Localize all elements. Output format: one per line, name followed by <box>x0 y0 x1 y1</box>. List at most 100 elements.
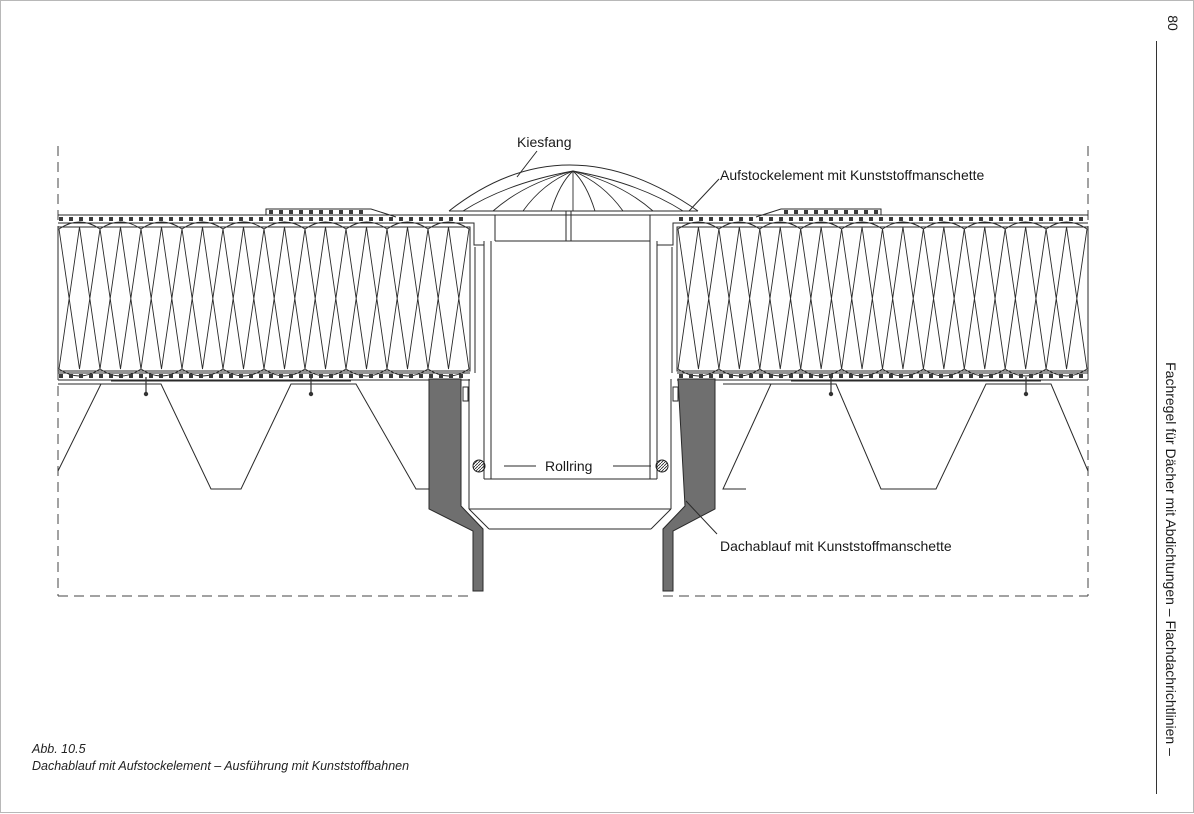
membrane-dot <box>89 217 93 221</box>
membrane-dot <box>229 374 233 378</box>
membrane-dot <box>679 374 683 378</box>
membrane-dot <box>829 217 833 221</box>
membrane-dot <box>899 374 903 378</box>
insulation-loop <box>922 221 965 377</box>
membrane-dot <box>804 210 808 214</box>
membrane-dot <box>339 217 343 221</box>
membrane-dot <box>689 374 693 378</box>
vapour-barrier <box>58 372 1088 381</box>
membrane-dot <box>969 374 973 378</box>
membrane-dot <box>409 374 413 378</box>
membrane-dot <box>449 374 453 378</box>
membrane-dot <box>249 374 253 378</box>
membrane-dot <box>339 374 343 378</box>
membrane-dot <box>349 217 353 221</box>
membrane-dot <box>1009 374 1013 378</box>
membrane-dot <box>279 217 283 221</box>
membrane-dot <box>269 210 273 214</box>
membrane-dot <box>1039 217 1043 221</box>
membrane-dot <box>249 217 253 221</box>
membrane-dot <box>149 217 153 221</box>
insulation-loop <box>841 221 883 377</box>
membrane-dot <box>1069 217 1073 221</box>
insulation-loop <box>963 221 1006 377</box>
membrane-dot <box>709 374 713 378</box>
membrane-dot <box>69 374 73 378</box>
membrane-dot <box>719 374 723 378</box>
membrane-dot <box>769 374 773 378</box>
top-membrane <box>58 208 1088 224</box>
insulation-loop <box>718 221 761 377</box>
membrane-dot <box>239 374 243 378</box>
membrane-dot <box>824 210 828 214</box>
membrane-dot <box>359 374 363 378</box>
insulation-loop <box>386 221 429 377</box>
membrane-dot <box>389 374 393 378</box>
membrane-dot <box>439 374 443 378</box>
membrane-dot <box>854 210 858 214</box>
sidebar-rule <box>1156 41 1157 794</box>
membrane-dot <box>939 374 943 378</box>
membrane-dot <box>189 217 193 221</box>
membrane-dot <box>1049 374 1053 378</box>
membrane-dot <box>319 217 323 221</box>
membrane-dot <box>739 374 743 378</box>
membrane-dot <box>779 217 783 221</box>
membrane-dot <box>949 374 953 378</box>
membrane-dot <box>869 374 873 378</box>
insulation-loop <box>800 221 843 377</box>
membrane-dot <box>159 374 163 378</box>
membrane-dot <box>859 374 863 378</box>
membrane-dot <box>279 210 283 214</box>
membrane-dot <box>979 374 983 378</box>
membrane-dot <box>889 217 893 221</box>
membrane-dot <box>409 217 413 221</box>
figure-caption: Abb. 10.5 Dachablauf mit Aufstockelement… <box>32 741 409 775</box>
insulation-loop <box>882 221 924 377</box>
membrane-dot <box>919 217 923 221</box>
membrane-dot <box>319 210 323 214</box>
guard-rib <box>550 170 574 212</box>
membrane-dot <box>729 217 733 221</box>
figure-title: Dachablauf mit Aufstockelement – Ausführ… <box>32 759 410 773</box>
membrane-dot <box>989 374 993 378</box>
membrane-dot <box>169 217 173 221</box>
insulation-loop <box>58 221 101 377</box>
fastener-screws <box>143 377 1029 397</box>
membrane-dot <box>299 217 303 221</box>
membrane-dot <box>814 210 818 214</box>
membrane-dot <box>149 374 153 378</box>
membrane-dot <box>359 217 363 221</box>
insulation-loop <box>181 221 224 377</box>
membrane-dot <box>689 217 693 221</box>
membrane-dot <box>209 374 213 378</box>
membrane-dot <box>809 217 813 221</box>
membrane-dot <box>809 374 813 378</box>
membrane-dot <box>969 217 973 221</box>
membrane-dot <box>279 374 283 378</box>
membrane-dot <box>699 374 703 378</box>
membrane-dot <box>844 210 848 214</box>
membrane-dot <box>739 217 743 221</box>
page-number: 80 <box>1165 15 1181 31</box>
membrane-dot <box>379 217 383 221</box>
membrane-dot <box>859 217 863 221</box>
membrane-dot <box>1059 374 1063 378</box>
insulation-loop <box>1004 221 1047 377</box>
membrane-dot <box>459 374 463 378</box>
insulation-layer <box>57 226 1089 372</box>
membrane-dot <box>359 210 363 214</box>
membrane-dot <box>784 210 788 214</box>
membrane-dot <box>849 217 853 221</box>
membrane-dot <box>819 217 823 221</box>
membrane-dot <box>259 217 263 221</box>
membrane-dot <box>1019 374 1023 378</box>
membrane-dot <box>1039 374 1043 378</box>
membrane-dot <box>339 210 343 214</box>
membrane-dot <box>309 374 313 378</box>
insulation-loop <box>222 221 265 377</box>
membrane-dot <box>129 217 133 221</box>
membrane-dot <box>819 374 823 378</box>
